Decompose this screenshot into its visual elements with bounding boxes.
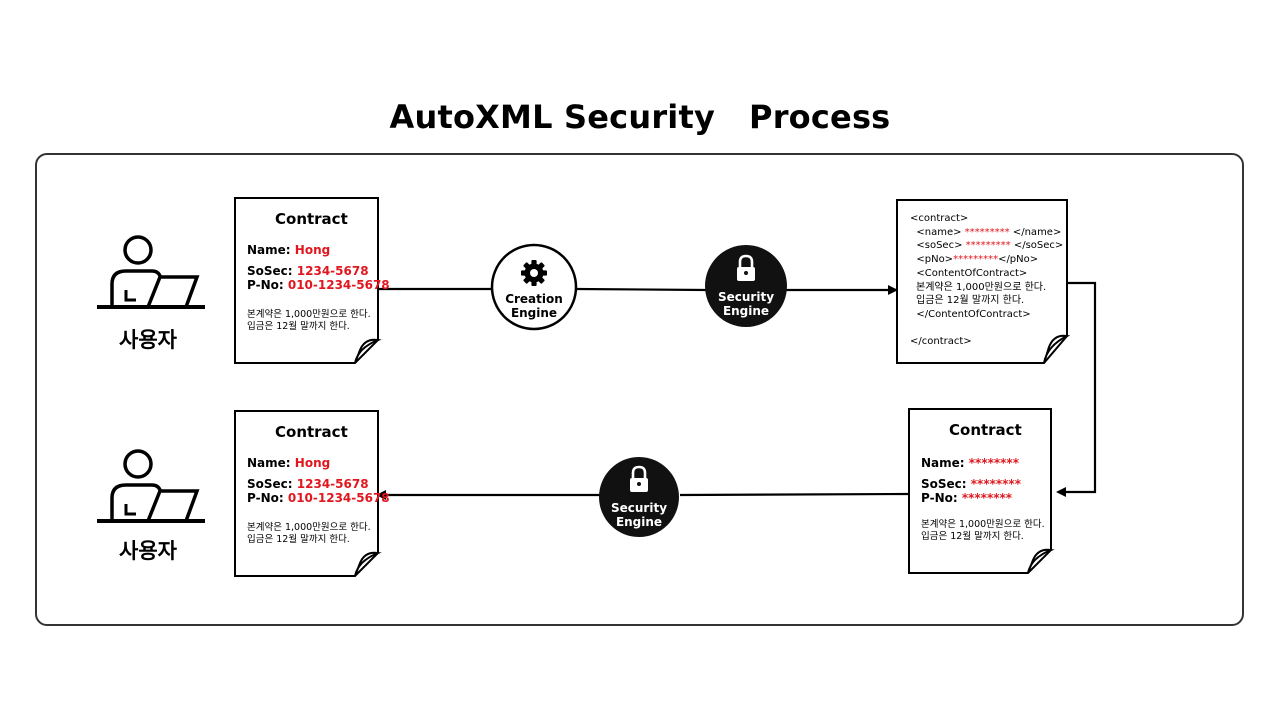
pno-row: P-No: 010-1234-5678 <box>247 491 390 505</box>
pno-value: 010-1234-5678 <box>287 278 390 292</box>
body-line: 입금은 12월 말까지 한다. <box>247 321 350 332</box>
pno-label: P-No: <box>921 491 958 505</box>
engine-label-line: Creation <box>505 292 563 306</box>
xml-spacer <box>910 322 1063 336</box>
document-outline <box>908 408 1055 574</box>
xml-line: <soSec> ********* </soSec> <box>910 239 1063 253</box>
engine-label-line: Engine <box>722 304 770 318</box>
contract-body: 본계약은 1,000만원으로 한다. 입금은 12월 말까지 한다. <box>247 522 371 546</box>
sosec-row: SoSec: 1234-5678 <box>247 264 369 278</box>
xml-line: 본계약은 1,000만원으로 한다. <box>916 281 1047 293</box>
body-line: 입금은 12월 말까지 한다. <box>247 534 350 545</box>
pno-row: P-No: 010-1234-5678 <box>247 278 390 292</box>
creation-engine-node <box>490 243 578 331</box>
xml-line: <contract> <box>910 213 969 224</box>
name-row: Name: Hong <box>247 243 330 257</box>
creation-engine-label: Creation Engine <box>494 292 574 320</box>
security-engine-node <box>599 457 679 537</box>
engine-label-line: Security <box>610 501 668 515</box>
xml-mask: ********* <box>961 226 1010 238</box>
xml-line: <name> ********* </name> <box>910 226 1063 240</box>
contract-title: Contract <box>949 421 1022 439</box>
name-value: ******** <box>968 456 1019 470</box>
document-outline <box>896 199 1071 364</box>
body-line: 본계약은 1,000만원으로 한다. <box>247 309 371 320</box>
xml-line: <ContentOfContract> <box>910 267 1028 279</box>
sosec-row: SoSec: ******** <box>921 477 1021 491</box>
sosec-label: SoSec: <box>247 264 293 278</box>
xml-line: </contract> <box>910 336 972 348</box>
name-label: Name: <box>247 243 291 257</box>
xml-tag: <soSec> <box>910 240 963 252</box>
name-label: Name: <box>247 456 291 470</box>
security-engine-label: Security Engine <box>706 290 786 318</box>
engine-label-line: Engine <box>615 515 663 529</box>
lock-icon <box>630 465 648 492</box>
pno-value: 010-1234-5678 <box>287 491 390 505</box>
connector-creation-to-security <box>575 287 707 292</box>
xml-line: 입금은 12월 말까지 한다. <box>916 295 1025 307</box>
xml-mask: ********* <box>962 240 1011 252</box>
gear-icon <box>521 260 547 286</box>
name-row: Name: ******** <box>921 456 1019 470</box>
contract-title: Contract <box>275 423 348 441</box>
user-label: 사용자 <box>119 328 177 352</box>
connector-masked-to-security <box>679 492 909 497</box>
engine-label-line: Engine <box>510 306 558 320</box>
pno-label: P-No: <box>247 278 284 292</box>
security-engine-label: Security Engine <box>599 501 679 529</box>
sosec-label: SoSec: <box>247 477 293 491</box>
user-label: 사용자 <box>119 539 177 563</box>
sosec-value: 1234-5678 <box>296 477 369 491</box>
process-frame <box>35 153 1244 626</box>
xml-tag: </pNo> <box>998 254 1039 266</box>
xml-tag: <pNo> <box>910 254 954 266</box>
pno-label: P-No: <box>247 491 284 505</box>
engine-label-line: Security <box>717 290 775 304</box>
contract-body: 본계약은 1,000만원으로 한다. 입금은 12월 말까지 한다. <box>921 519 1045 543</box>
user-at-laptop-icon <box>97 449 205 523</box>
document-outline <box>234 197 382 364</box>
contract-title: Contract <box>275 210 348 228</box>
xml-line: </ContentOfContract> <box>910 308 1031 320</box>
xml-tag: </soSec> <box>1010 240 1064 252</box>
xml-tag: <name> <box>910 226 962 238</box>
xml-mask: ********* <box>953 254 999 266</box>
pno-row: P-No: ******** <box>921 491 1012 505</box>
xml-line: <pNo>*********</pNo> <box>910 253 1063 267</box>
contract-body: 본계약은 1,000만원으로 한다. 입금은 12월 말까지 한다. <box>247 309 371 333</box>
name-value: Hong <box>294 243 331 257</box>
connector-xml-to-masked <box>1056 281 1097 497</box>
sosec-row: SoSec: 1234-5678 <box>247 477 369 491</box>
name-label: Name: <box>921 456 965 470</box>
user-at-laptop-icon <box>97 235 205 309</box>
document-outline <box>234 410 382 577</box>
body-line: 입금은 12월 말까지 한다. <box>921 531 1024 542</box>
sosec-label: SoSec: <box>921 477 967 491</box>
xml-tag: </name> <box>1009 226 1062 238</box>
diagram-title: AutoXML Security Process <box>389 98 891 136</box>
name-row: Name: Hong <box>247 456 330 470</box>
lock-icon <box>737 254 755 281</box>
body-line: 본계약은 1,000만원으로 한다. <box>921 519 1045 530</box>
body-line: 본계약은 1,000만원으로 한다. <box>247 522 371 533</box>
sosec-value: 1234-5678 <box>296 264 369 278</box>
xml-document: <contract> <name> ********* </name> <soS… <box>910 212 1063 349</box>
sosec-value: ******** <box>970 477 1021 491</box>
name-value: Hong <box>294 456 331 470</box>
pno-value: ******** <box>961 491 1013 505</box>
security-engine-node <box>705 245 787 327</box>
